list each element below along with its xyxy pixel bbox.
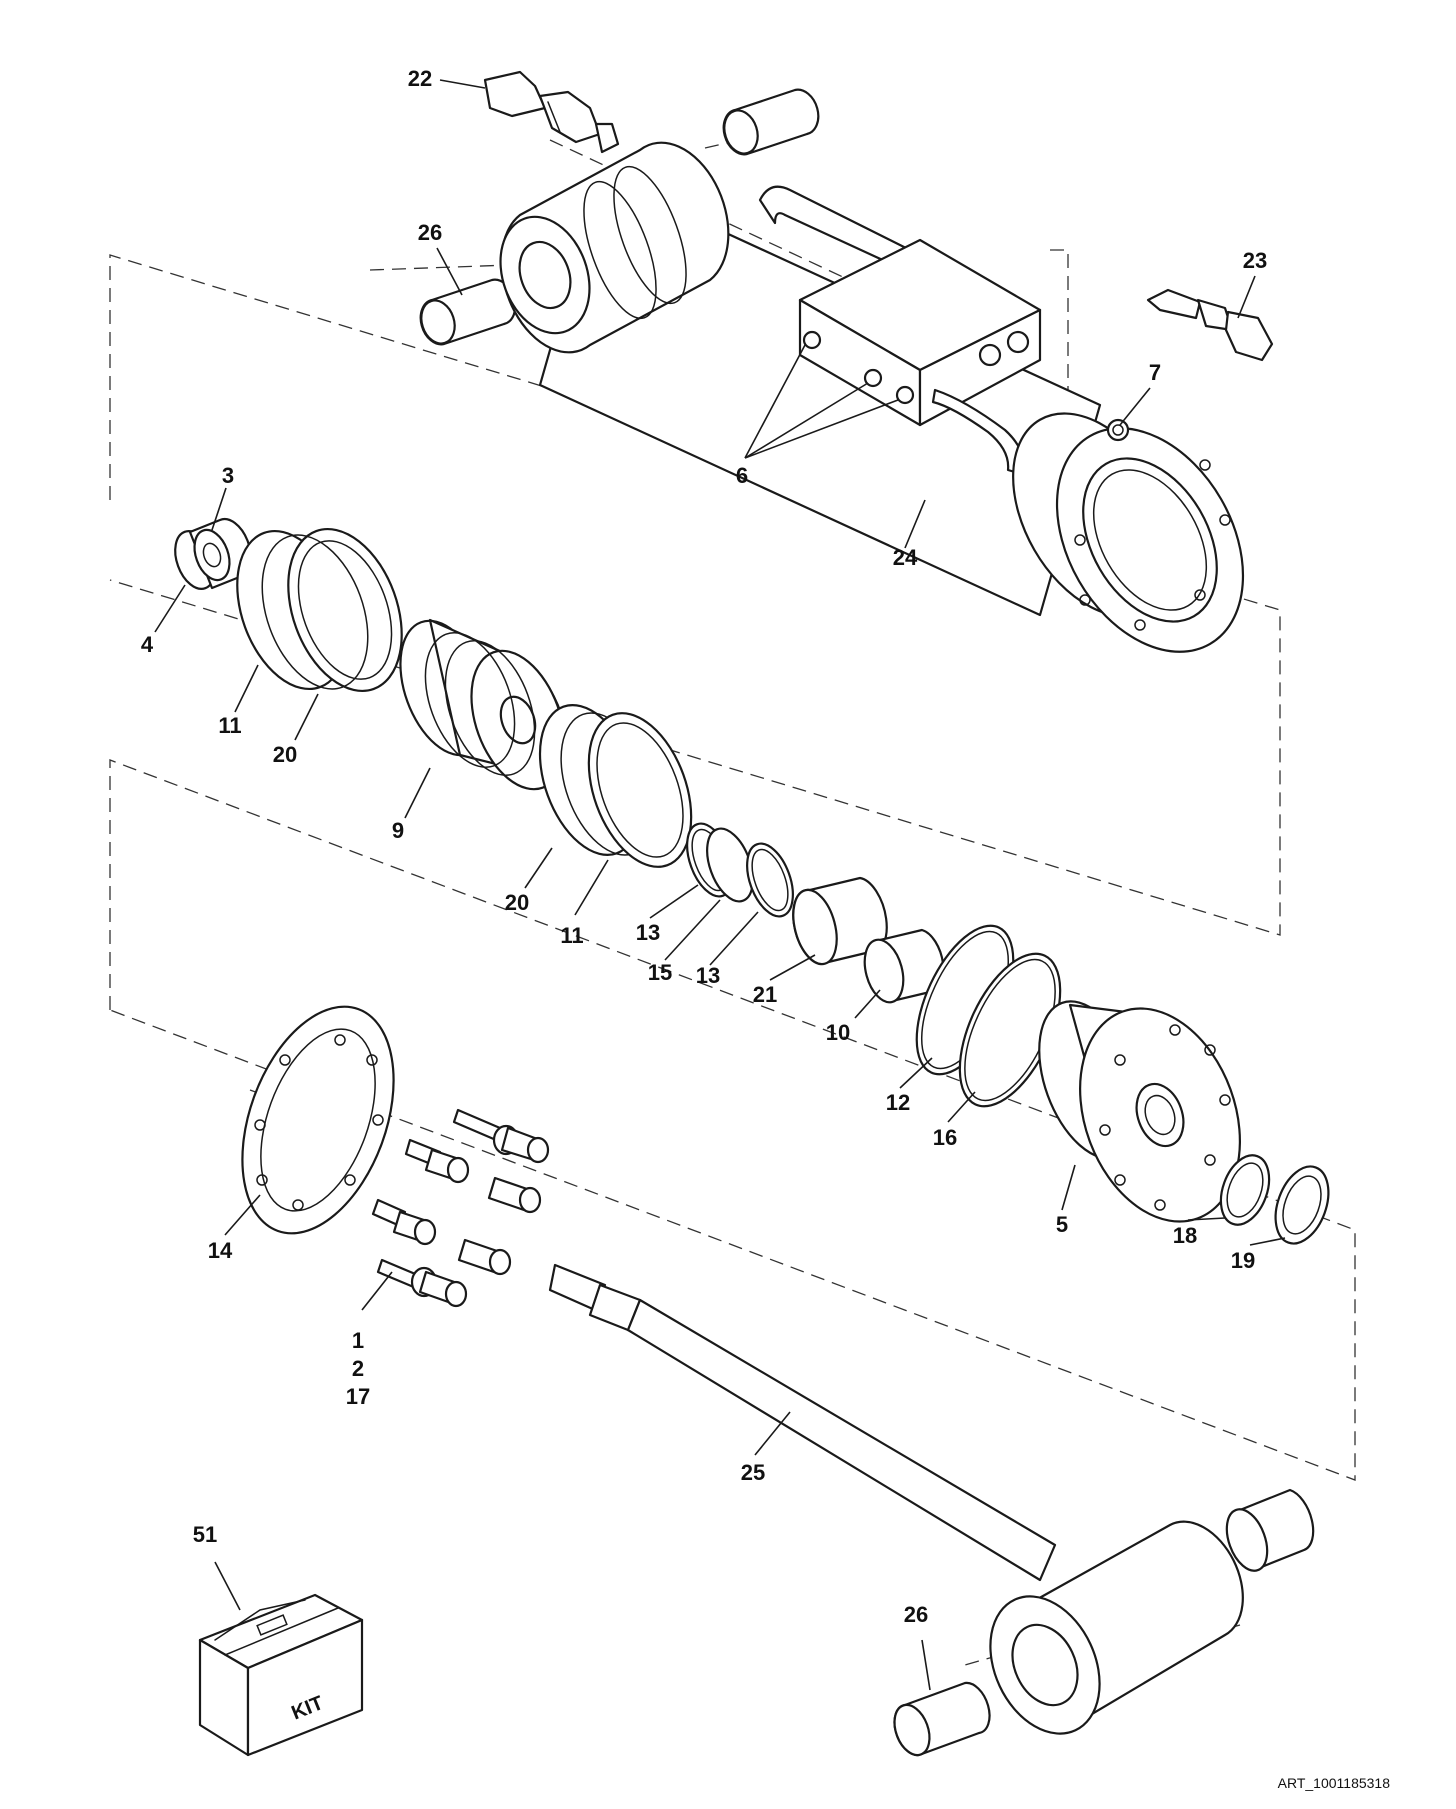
callout-14: 14 — [208, 1238, 233, 1263]
part-1-2-17-bolts — [371, 1108, 550, 1308]
callout-numbers: 22 26 23 7 6 24 3 4 11 20 9 20 11 13 15 … — [141, 66, 1267, 1627]
part-14-flange-gasket — [241, 1005, 395, 1235]
callout-23: 23 — [1243, 248, 1267, 273]
part-3-4-lock-nut — [174, 517, 252, 590]
part-11-20-seals-left — [236, 527, 403, 693]
part-26-bushing-top — [722, 88, 820, 156]
leader-lines — [154, 79, 1286, 1691]
callout-20-mid: 20 — [505, 890, 529, 915]
part-23-fitting — [1146, 288, 1274, 362]
callout-11-left: 11 — [218, 713, 241, 738]
callout-51: 51 — [193, 1522, 217, 1547]
callout-26-bottom: 26 — [904, 1602, 928, 1627]
part-18-19-wipers — [1219, 1154, 1330, 1245]
part-26-bushing-rod-right — [1225, 1488, 1315, 1572]
callout-17: 17 — [346, 1384, 370, 1409]
callout-13-left: 13 — [636, 920, 660, 945]
callout-15: 15 — [648, 960, 672, 985]
art-reference: ART_1001185318 — [1278, 1775, 1391, 1791]
part-26-bushing-left — [419, 278, 517, 346]
callout-18: 18 — [1173, 1223, 1197, 1248]
callout-2: 2 — [352, 1356, 364, 1381]
callout-10: 10 — [826, 1020, 850, 1045]
part-22-fitting — [483, 70, 620, 154]
part-5-gland — [1038, 1000, 1241, 1223]
callout-20-left: 20 — [273, 742, 297, 767]
callout-25: 25 — [741, 1460, 765, 1485]
callout-7: 7 — [1149, 360, 1161, 385]
callout-11-mid: 11 — [560, 923, 583, 948]
callout-16: 16 — [933, 1125, 957, 1150]
callout-9: 9 — [392, 818, 404, 843]
callout-1: 1 — [352, 1328, 364, 1353]
callout-4: 4 — [141, 632, 154, 657]
part-26-bushing-rod-bottom — [893, 1681, 991, 1757]
callout-24: 24 — [893, 545, 918, 570]
callout-19: 19 — [1231, 1248, 1255, 1273]
part-20-11-seals-mid — [538, 704, 693, 868]
part-13-15-rings — [686, 822, 794, 918]
callout-3: 3 — [222, 463, 234, 488]
callout-12: 12 — [886, 1090, 910, 1115]
callout-26: 26 — [418, 220, 442, 245]
part-25-piston-rod — [548, 1263, 1244, 1735]
part-24-cylinder-barrel — [499, 141, 1245, 653]
part-51-kit-box — [198, 1593, 364, 1757]
part-10-bushing — [863, 928, 945, 1004]
callout-6: 6 — [736, 463, 748, 488]
callout-22: 22 — [408, 66, 432, 91]
callout-13-right: 13 — [696, 963, 720, 988]
callout-5: 5 — [1056, 1212, 1068, 1237]
part-21-bushing — [792, 876, 888, 966]
callout-21: 21 — [753, 982, 777, 1007]
